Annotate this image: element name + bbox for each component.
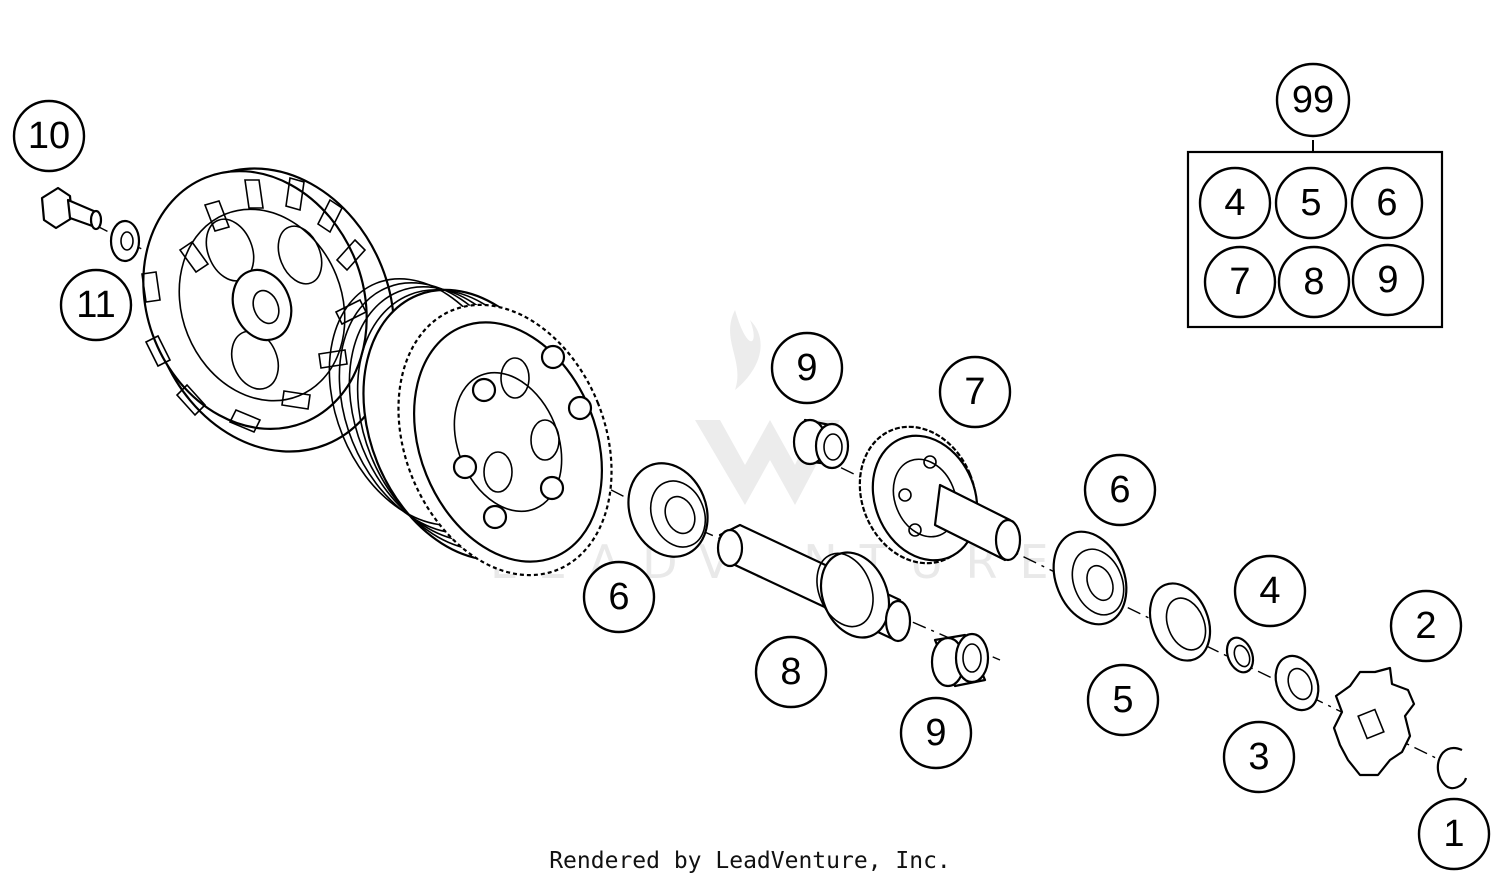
- svg-text:2: 2: [1415, 605, 1436, 647]
- callout-9-lower: 9: [899, 696, 973, 770]
- callout-8: 8: [754, 635, 828, 709]
- callout-4: 4: [1233, 554, 1307, 628]
- circlip-part-1: [1436, 746, 1468, 790]
- svg-text:4: 4: [1259, 570, 1280, 612]
- kit-99-box: 99 4 5 6 7 8 9: [1186, 62, 1444, 329]
- gear-shaft-part-7: [858, 425, 1022, 565]
- svg-text:7: 7: [964, 371, 985, 413]
- svg-text:6: 6: [1109, 469, 1130, 511]
- bearing-part-6-right: [1052, 530, 1128, 626]
- svg-text:6: 6: [608, 576, 629, 618]
- callout-7: 7: [938, 355, 1012, 429]
- footer-credit: Rendered by LeadVenture, Inc.: [549, 848, 951, 874]
- needle-bearing-part-9-lower: [930, 632, 990, 688]
- callout-5: 5: [1086, 663, 1160, 737]
- kit-item-8: 8: [1277, 245, 1351, 319]
- shaft-part-8: [716, 523, 912, 643]
- callout-6-left: 6: [582, 560, 656, 634]
- svg-text:11: 11: [76, 284, 115, 326]
- svg-text:9: 9: [925, 712, 946, 754]
- callout-10: 10: [12, 99, 86, 173]
- callout-3: 3: [1222, 720, 1296, 794]
- sprocket-part-2: [1332, 666, 1416, 777]
- kit-item-6: 6: [1350, 166, 1424, 240]
- svg-text:8: 8: [780, 651, 801, 693]
- kit-99-label: 99: [1292, 79, 1334, 121]
- clutch-basket: [141, 167, 396, 453]
- svg-text:6: 6: [1376, 182, 1397, 224]
- washer-part-11: [109, 219, 141, 263]
- kit-item-4: 4: [1198, 166, 1272, 240]
- callout-2: 2: [1389, 589, 1463, 663]
- svg-text:10: 10: [28, 115, 70, 157]
- watermark-logo-icon: [695, 310, 840, 505]
- o-ring-part-4: [1225, 636, 1255, 674]
- clutch-pack: [328, 278, 613, 577]
- svg-text:5: 5: [1112, 679, 1133, 721]
- seal-part-5: [1148, 582, 1212, 662]
- callout-11: 11: [59, 268, 133, 342]
- kit-item-5: 5: [1274, 166, 1348, 240]
- svg-text:5: 5: [1300, 182, 1321, 224]
- svg-text:1: 1: [1443, 813, 1464, 855]
- kit-99-callout: 99: [1275, 62, 1351, 138]
- svg-text:7: 7: [1229, 261, 1250, 303]
- callout-1: 1: [1417, 797, 1491, 871]
- svg-text:4: 4: [1224, 182, 1245, 224]
- svg-text:8: 8: [1303, 261, 1324, 303]
- kit-item-7: 7: [1203, 245, 1277, 319]
- svg-text:9: 9: [796, 347, 817, 389]
- callout-9-upper: 9: [770, 331, 844, 405]
- bolt-part-10: [40, 186, 103, 231]
- bearing-part-6-left: [627, 462, 709, 558]
- spacer-part-3: [1274, 654, 1320, 712]
- svg-text:9: 9: [1377, 259, 1398, 301]
- needle-bearing-part-9-upper: [792, 418, 850, 470]
- kit-item-9: 9: [1351, 243, 1425, 317]
- svg-text:3: 3: [1248, 736, 1269, 778]
- callout-6-right: 6: [1083, 453, 1157, 527]
